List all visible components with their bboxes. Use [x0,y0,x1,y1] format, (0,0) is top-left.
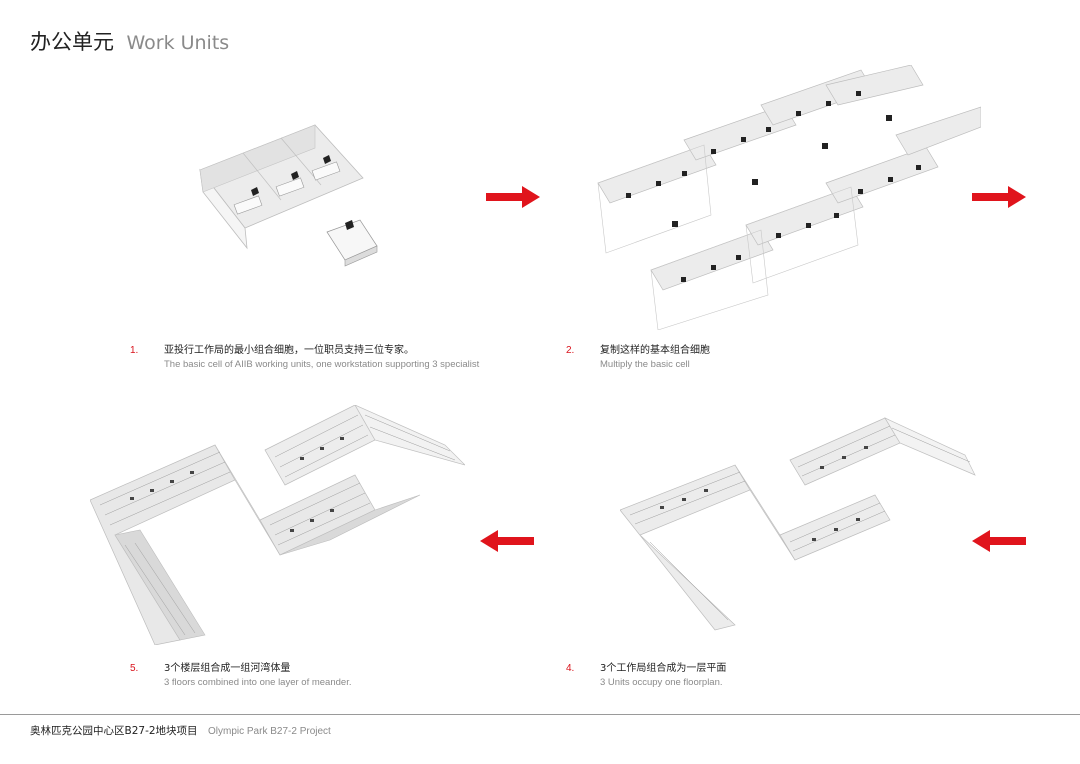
step-text-en: 3 Units occupy one floorplan. [600,676,723,690]
arrow-right-icon [486,186,540,208]
basic-cell-illustration [195,120,395,275]
step-number: 1. [130,344,138,358]
step-2-caption: 2. 复制这样的基本组合细胞 Multiply the basic cell [566,344,866,374]
meander-volume-illustration [90,405,465,645]
footer-project-en: Olympic Park B27-2 Project [208,726,331,737]
step-text-cn: 3个工作局组合成为一层平面 [600,662,726,676]
step-5-caption: 5. 3个楼层组合成一组河湾体量 3 floors combined into … [130,662,430,692]
step-number: 2. [566,344,574,358]
step-number: 5. [130,662,138,676]
step-text-en: Multiply the basic cell [600,358,690,372]
footer-divider [0,714,1080,715]
multiplied-cells-illustration [596,65,981,330]
step-number: 4. [566,662,574,676]
arrow-left-icon [972,530,1026,552]
step-4-caption: 4. 3个工作局组合成为一层平面 3 Units occupy one floo… [566,662,866,692]
page-title-cn: 办公单元 [30,30,114,54]
page-title: 办公单元 Work Units [30,26,229,56]
step-text-en: The basic cell of AIIB working units, on… [164,358,479,372]
footer-project-cn: 奥林匹克公园中心区B27-2地块项目 [30,725,198,737]
step-text-cn: 复制这样的基本组合细胞 [600,344,710,358]
arrow-left-icon [480,530,534,552]
arrow-right-icon [972,186,1026,208]
step-1-caption: 1. 亚投行工作局的最小组合细胞，一位职员支持三位专家。 The basic c… [130,344,510,374]
floorplan-illustration [620,410,980,635]
step-text-cn: 3个楼层组合成一组河湾体量 [164,662,290,676]
step-text-en: 3 floors combined into one layer of mean… [164,676,351,690]
page-title-en: Work Units [126,32,229,54]
footer: 奥林匹克公园中心区B27-2地块项目 Olympic Park B27-2 Pr… [30,721,331,739]
step-text-cn: 亚投行工作局的最小组合细胞，一位职员支持三位专家。 [164,344,414,358]
